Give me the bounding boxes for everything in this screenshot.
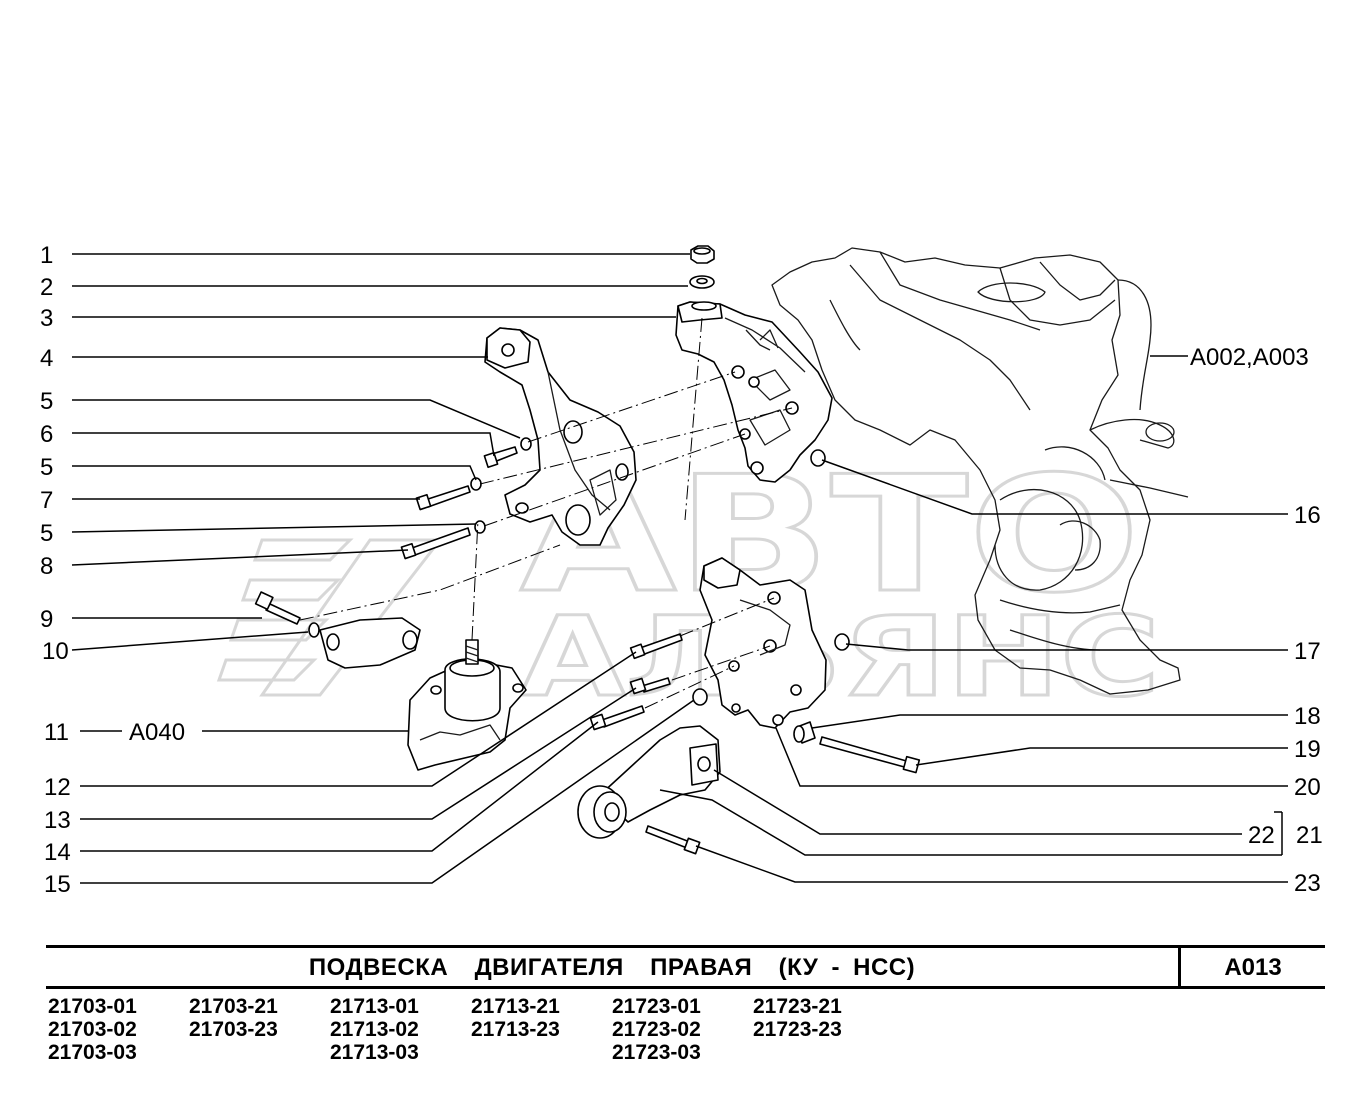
callout-20: 20 [1294, 774, 1321, 801]
part-17-bushing [834, 633, 850, 651]
part-3-bracket [675, 301, 833, 483]
callout-4: 4 [40, 345, 53, 372]
part-16-bushing [810, 449, 826, 467]
callout-9: 9 [40, 606, 53, 633]
model-code: 21723-03 [612, 1041, 701, 1064]
callout-12: 12 [44, 774, 71, 801]
model-code: 21703-01 [48, 995, 137, 1018]
engine-block-outline [771, 247, 1189, 695]
part-19-bolt [819, 736, 921, 774]
part-7-bolt [415, 477, 482, 511]
callouts-left: 1 2 3 4 5 6 5 7 5 8 9 10 11 12 13 14 15 [40, 242, 71, 898]
model-code: 21723-02 [612, 1018, 701, 1041]
part-23-bolt [645, 825, 701, 855]
model-code: 21713-02 [330, 1018, 419, 1041]
ref-mount: A040 [129, 719, 185, 746]
part-21-torque-rod [577, 725, 721, 839]
callout-2: 2 [40, 274, 53, 301]
callout-7: 7 [40, 487, 53, 514]
part-2-washer [689, 275, 715, 289]
callout-1: 1 [40, 242, 53, 269]
callout-21: 21 [1296, 822, 1323, 849]
callout-5a: 5 [40, 388, 53, 415]
callout-16: 16 [1294, 502, 1321, 529]
diagram-title: ПОДВЕСКА ДВИГАТЕЛЯ ПРАВАЯ (КУ - НСС) [308, 954, 916, 981]
part-13-bolt [629, 677, 671, 695]
watermark-line2: АЛЬЯНС [520, 593, 1160, 721]
part-1-nut [690, 245, 715, 264]
model-code: 21703-03 [48, 1041, 137, 1064]
callout-5b: 5 [40, 454, 53, 481]
part-11-engine-mount [319, 617, 527, 771]
model-code: 21713-03 [330, 1041, 419, 1064]
title-bar: ПОДВЕСКА ДВИГАТЕЛЯ ПРАВАЯ (КУ - НСС) A01… [46, 945, 1325, 989]
alignment-lines [299, 317, 793, 709]
model-code: 21723-21 [753, 995, 842, 1018]
model-code: 21703-02 [48, 1018, 137, 1041]
callout-8: 8 [40, 553, 53, 580]
callouts-right: 16 17 18 19 20 22 21 23 [1248, 502, 1323, 897]
callout-19: 19 [1294, 736, 1321, 763]
callout-22: 22 [1248, 822, 1275, 849]
ref-engine: A002,A003 [1190, 344, 1309, 371]
callout-10: 10 [42, 638, 69, 665]
leader-lines [71, 253, 1288, 884]
part-4-bracket [484, 327, 637, 546]
part-8-bolt [400, 520, 486, 560]
title-divider [1178, 948, 1181, 986]
callout-18: 18 [1294, 703, 1321, 730]
model-code: 21703-21 [189, 995, 278, 1018]
callout-3: 3 [40, 305, 53, 332]
callout-15: 15 [44, 871, 71, 898]
sheet-code: A013 [1224, 954, 1282, 981]
watermark: АВТО АЛЬЯНС [216, 440, 1162, 723]
part-lower-bracket [699, 557, 827, 729]
part-10-washer [308, 622, 320, 638]
callout-5c: 5 [40, 520, 53, 547]
model-code: 21713-21 [471, 995, 560, 1018]
model-code: 21703-23 [189, 1018, 278, 1041]
callout-14: 14 [44, 839, 71, 866]
callout-6: 6 [40, 421, 53, 448]
model-code: 21713-01 [330, 995, 419, 1018]
callout-11: 11 [44, 719, 69, 746]
callout-23: 23 [1294, 870, 1321, 897]
callout-13: 13 [44, 807, 71, 834]
part-18-spacer [793, 721, 816, 744]
part-9-bolt [254, 591, 301, 625]
part-6-bolt [483, 437, 532, 469]
callout-17: 17 [1294, 638, 1321, 665]
part-15-washer [692, 688, 708, 706]
part-12-bolt [629, 633, 683, 660]
model-code: 21713-23 [471, 1018, 560, 1041]
model-code: 21723-23 [753, 1018, 842, 1041]
model-code: 21723-01 [612, 995, 701, 1018]
